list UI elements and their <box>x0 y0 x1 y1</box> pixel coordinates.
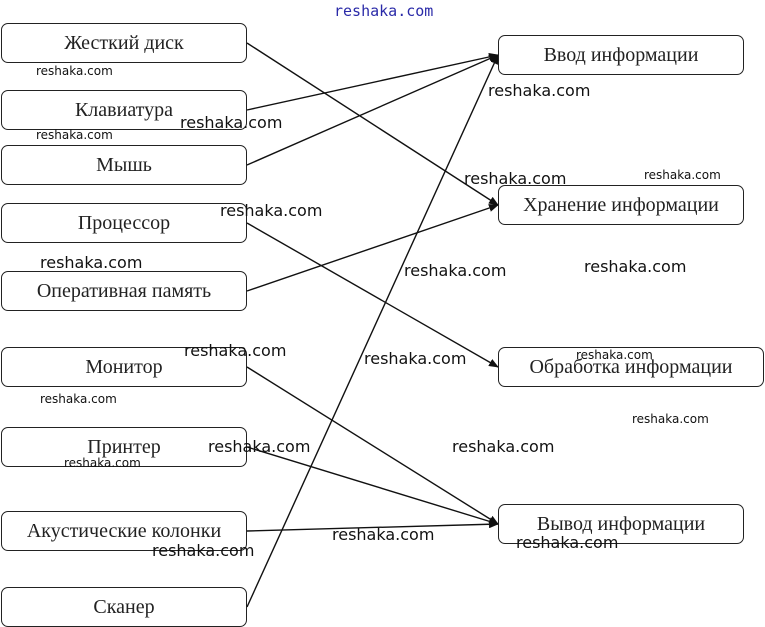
arrow-speakers-to-output <box>246 520 499 532</box>
watermark: reshaka.com <box>180 113 283 132</box>
function-box-processing: Обработка информации <box>498 347 764 387</box>
watermark: reshaka.com <box>516 533 619 552</box>
function-label: Ввод информации <box>543 43 699 66</box>
function-box-output: Вывод информации <box>498 504 744 544</box>
arrow-mouse-to-input <box>246 54 499 166</box>
function-box-input: Ввод информации <box>498 35 744 75</box>
device-label: Сканер <box>93 595 155 618</box>
device-box-keyboard: Клавиатура <box>1 90 247 130</box>
watermark: reshaka.com <box>36 128 113 142</box>
arrow-ram-to-storage <box>246 204 499 292</box>
watermark: reshaka.com <box>332 525 435 544</box>
function-label: Вывод информации <box>536 512 706 535</box>
watermark: reshaka.com <box>452 437 555 456</box>
watermark: reshaka.com <box>632 412 709 426</box>
device-label: Акустические колонки <box>26 519 222 542</box>
device-label: Оперативная память <box>36 279 212 302</box>
device-label: Клавиатура <box>74 98 174 121</box>
device-label: Жесткий диск <box>64 31 184 54</box>
device-box-printer: Принтер <box>1 427 247 467</box>
watermark: reshaka.com <box>584 257 687 276</box>
function-box-storage: Хранение информации <box>498 185 744 225</box>
device-box-hard-disk: Жесткий диск <box>1 23 247 63</box>
device-box-scanner: Сканер <box>1 587 247 627</box>
device-box-mouse: Мышь <box>1 145 247 185</box>
device-label: Монитор <box>85 355 163 378</box>
watermark: reshaka.com <box>40 253 143 272</box>
watermark: reshaka.com <box>576 348 653 362</box>
arrow-hdd-to-storage <box>246 42 499 206</box>
watermark: reshaka.com <box>644 168 721 182</box>
watermark: reshaka.com <box>464 169 567 188</box>
device-box-monitor: Монитор <box>1 347 247 387</box>
arrow-printer-to-output <box>246 446 499 526</box>
watermark: reshaka.com <box>364 349 467 368</box>
device-box-processor: Процессор <box>1 203 247 243</box>
watermark: reshaka.com <box>184 341 287 360</box>
watermark: reshaka.com <box>208 437 311 456</box>
function-label: Хранение информации <box>523 193 719 216</box>
arrow-cpu-to-processing <box>246 222 499 368</box>
device-label: Мышь <box>96 153 152 176</box>
watermark: reshaka.com <box>220 201 323 220</box>
watermark: reshaka.com <box>488 81 591 100</box>
watermark: reshaka.com <box>334 2 434 20</box>
device-box-ram: Оперативная память <box>1 271 247 311</box>
arrow-scanner-to-input <box>246 54 499 608</box>
watermark: reshaka.com <box>36 64 113 78</box>
watermark: reshaka.com <box>40 392 117 406</box>
watermark: reshaka.com <box>404 261 507 280</box>
arrow-monitor-to-output <box>246 366 499 525</box>
watermark: reshaka.com <box>64 456 141 470</box>
device-label: Принтер <box>87 435 161 458</box>
device-label: Процессор <box>77 211 171 234</box>
watermark: reshaka.com <box>152 541 255 560</box>
function-label: Обработка информации <box>529 355 733 378</box>
device-box-speakers: Акустические колонки <box>1 511 247 551</box>
arrow-keyboard-to-input <box>246 53 499 111</box>
